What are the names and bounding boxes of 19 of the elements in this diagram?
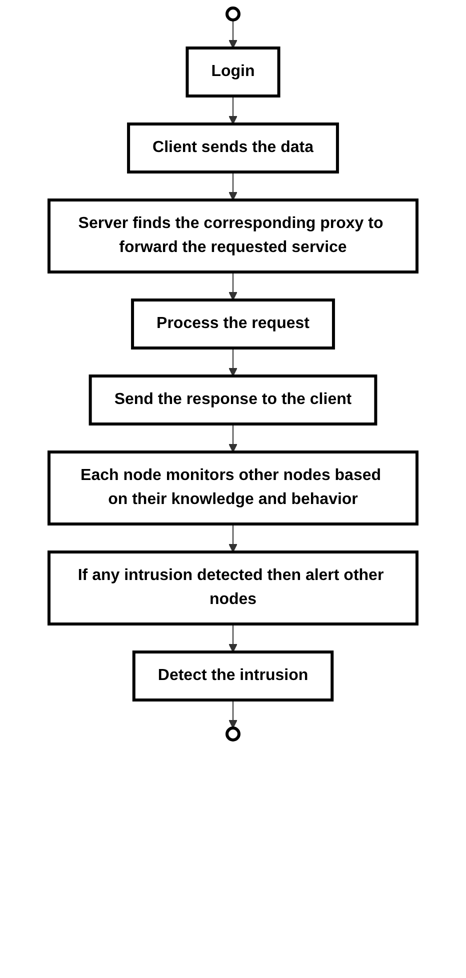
node-circle — [226, 6, 240, 22]
node-box: Server finds the corresponding proxy to forward the requested service — [48, 198, 418, 274]
arrow — [228, 524, 238, 552]
arrow — [228, 624, 238, 652]
arrow — [228, 96, 238, 124]
node-box: Detect the intrusion — [132, 650, 334, 702]
node-box: If any intrusion detected then alert other nodes — [48, 550, 418, 626]
arrow — [228, 348, 238, 376]
node-circle — [226, 726, 240, 742]
arrow — [228, 20, 238, 48]
node-box: Client sends the data — [127, 122, 339, 174]
node-box: Each node monitors other nodes based on their knowledge and behavior — [48, 450, 418, 526]
arrow — [228, 272, 238, 300]
node-box: Send the response to the client — [88, 374, 378, 426]
node-box: Login — [186, 46, 280, 98]
arrow — [228, 424, 238, 452]
arrow — [228, 172, 238, 200]
node-box: Process the request — [131, 298, 335, 350]
arrow — [228, 700, 238, 728]
